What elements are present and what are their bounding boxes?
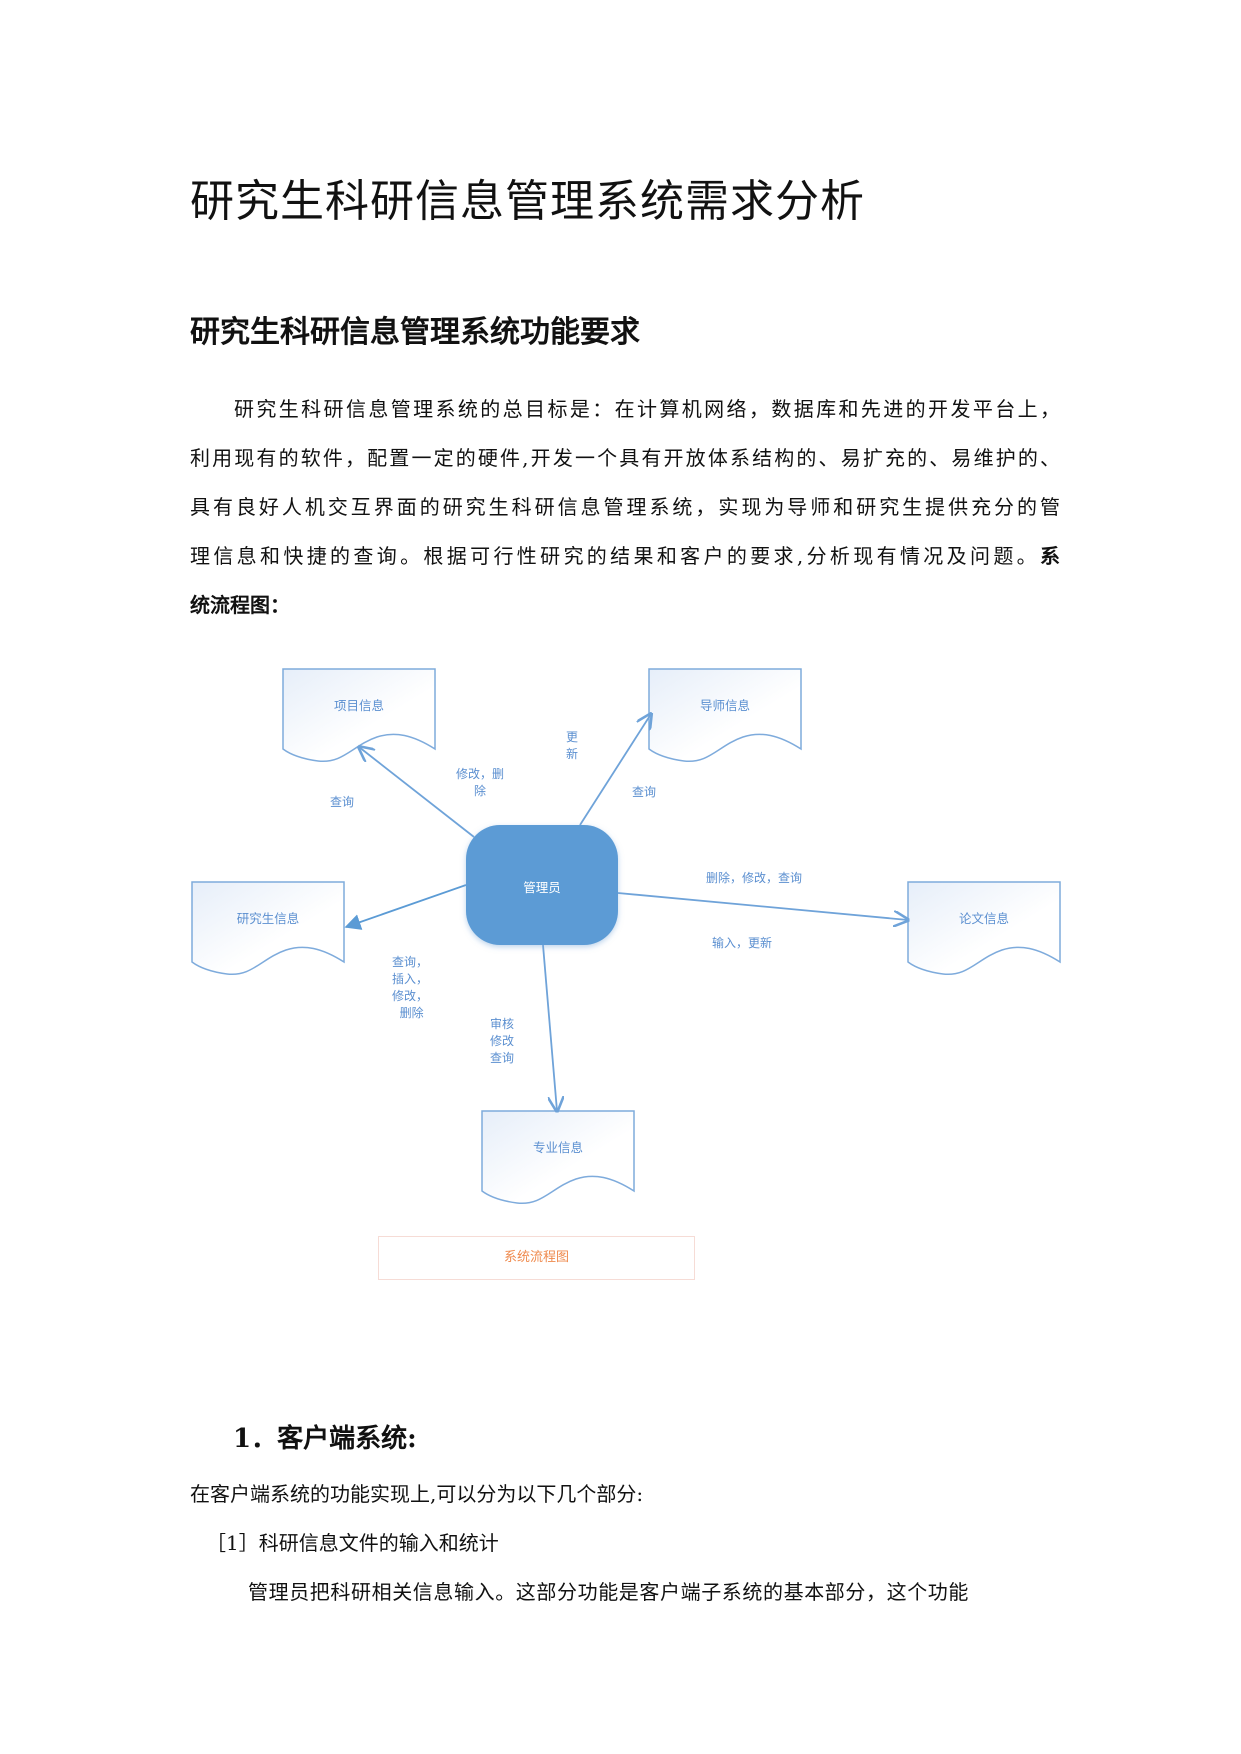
- node-label: 专业信息: [532, 1140, 583, 1155]
- paragraph-line: 具有良好人机交互界面的研究生科研信息管理系统，实现为导师和研究生提供充分的管: [190, 495, 1060, 519]
- paragraph-line: 理信息和快捷的查询。根据可行性研究的结果和客户的要求,分析现有情况及问题。系: [190, 544, 1060, 568]
- edge-label: 查询， 插入， 修改， 删除: [392, 955, 429, 1020]
- node-label: 研究生信息: [236, 911, 300, 926]
- section-heading: 研究生科研信息管理系统功能要求: [190, 315, 640, 350]
- admin-label: 管理员: [523, 880, 561, 895]
- advisor-info-node: [648, 668, 802, 763]
- paragraph-text: 理信息和快捷的查询。根据可行性研究的结果和客户的要求,分析现有情况及问题。: [190, 544, 1040, 568]
- paragraph-line: 统流程图：: [190, 593, 290, 617]
- arrow-to-project: [359, 747, 475, 838]
- arrow-to-major: [542, 944, 557, 1111]
- edge-label: 查询: [330, 795, 355, 809]
- paper-info-node: [907, 881, 1061, 976]
- edge-label: 删除，修改，查询: [706, 871, 803, 885]
- client-item-1: ［1］科研信息文件的输入和统计: [206, 1531, 499, 1555]
- edge-label: 输入，更新: [712, 936, 773, 950]
- edge-label: 审核 修改 查询: [490, 1017, 515, 1065]
- edge-label: 更 新: [566, 730, 579, 761]
- student-info-node: [191, 881, 345, 976]
- page-title: 研究生科研信息管理系统需求分析: [190, 176, 865, 227]
- admin-node: [466, 825, 618, 945]
- arrow-to-student: [344, 884, 467, 930]
- edge-label: 查询: [632, 785, 657, 799]
- node-label: 项目信息: [333, 698, 384, 713]
- client-item-1-text: 管理员把科研相关信息输入。这部分功能是客户端子系统的基本部分，这个功能: [248, 1580, 969, 1604]
- node-label: 导师信息: [699, 698, 750, 713]
- edge-label: 修改，删 除: [456, 767, 505, 798]
- paragraph-line: 研究生科研信息管理系统的总目标是：在计算机网络，数据库和先进的开发平台上，: [234, 397, 1060, 421]
- client-intro: 在客户端系统的功能实现上,可以分为以下几个部分:: [190, 1482, 644, 1506]
- bold-text: 系: [1040, 544, 1060, 568]
- diagram-caption: 系统流程图: [378, 1236, 695, 1280]
- arrow-to-advisor: [579, 714, 651, 826]
- node-label: 论文信息: [958, 911, 1009, 926]
- client-section-heading: 1．客户端系统:: [233, 1424, 417, 1454]
- arrow-to-paper: [617, 892, 908, 920]
- paragraph-line: 利用现有的软件，配置一定的硬件,开发一个具有开放体系结构的、易扩充的、易维护的、: [190, 446, 1060, 470]
- major-info-node: [481, 1110, 635, 1205]
